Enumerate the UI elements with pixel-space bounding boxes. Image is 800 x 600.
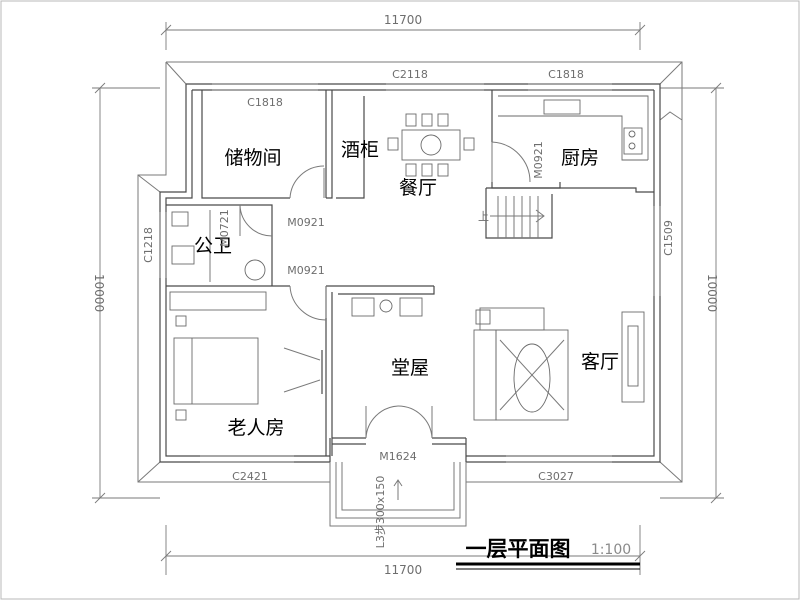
top-width-label: 11700 <box>384 13 422 27</box>
kitchen-counter <box>498 95 649 161</box>
hall-chairs <box>351 297 423 317</box>
window-living-code: C3027 <box>538 470 574 483</box>
exterior-walls <box>159 83 661 463</box>
windows <box>159 83 661 463</box>
drawing-scale: 1:100 <box>591 542 631 558</box>
doors <box>239 141 531 439</box>
door-main-code: M1624 <box>379 450 417 463</box>
roof-eave-outline <box>137 61 683 483</box>
door-elder-code: M0921 <box>287 264 325 277</box>
living-room-sofa <box>473 307 645 421</box>
dimension-bottom: 11700 <box>160 525 646 577</box>
room-kitchen-label: 厨房 <box>561 147 599 169</box>
bottom-width-label: 11700 <box>384 563 422 577</box>
room-storage-label: 储物间 <box>224 147 281 169</box>
door-storage-code: M0921 <box>287 216 325 229</box>
room-wine-cabinet-label: 酒柜 <box>341 139 379 161</box>
elder-room-furniture <box>169 291 323 421</box>
dimension-right: 10000 <box>660 82 724 504</box>
door-bath-code: M0721 <box>218 209 231 247</box>
room-dining-label: 餐厅 <box>399 177 437 199</box>
entrance-steps <box>329 462 467 527</box>
room-hall-label: 堂屋 <box>391 357 429 379</box>
right-height-label: 10000 <box>705 274 719 312</box>
window-left-code: C1218 <box>142 227 155 263</box>
window-storage-code: C1818 <box>247 96 283 109</box>
window-elder-code: C2421 <box>232 470 268 483</box>
room-living-label: 客厅 <box>581 351 619 373</box>
room-elder-label: 老人房 <box>227 417 284 439</box>
stair-up-label: 上 <box>478 210 489 223</box>
door-kitchen-code: M0921 <box>532 141 545 179</box>
room-bathroom-label: 公卫 <box>194 235 232 257</box>
dimension-left: 10000 <box>92 82 160 504</box>
bathroom-fixtures <box>171 210 266 282</box>
interior-walls <box>166 90 654 462</box>
steps-note: L3步300x150 <box>374 476 387 549</box>
dimension-top: 11700 <box>160 13 646 50</box>
window-dining-code: C2118 <box>392 68 428 81</box>
dining-table <box>387 113 475 177</box>
stairs: 上 <box>478 188 553 239</box>
window-kitchen-code: C1818 <box>548 68 584 81</box>
drawing-title: 一层平面图 <box>466 537 571 561</box>
window-right-code: C1509 <box>662 220 675 256</box>
left-height-label: 10000 <box>92 274 106 312</box>
